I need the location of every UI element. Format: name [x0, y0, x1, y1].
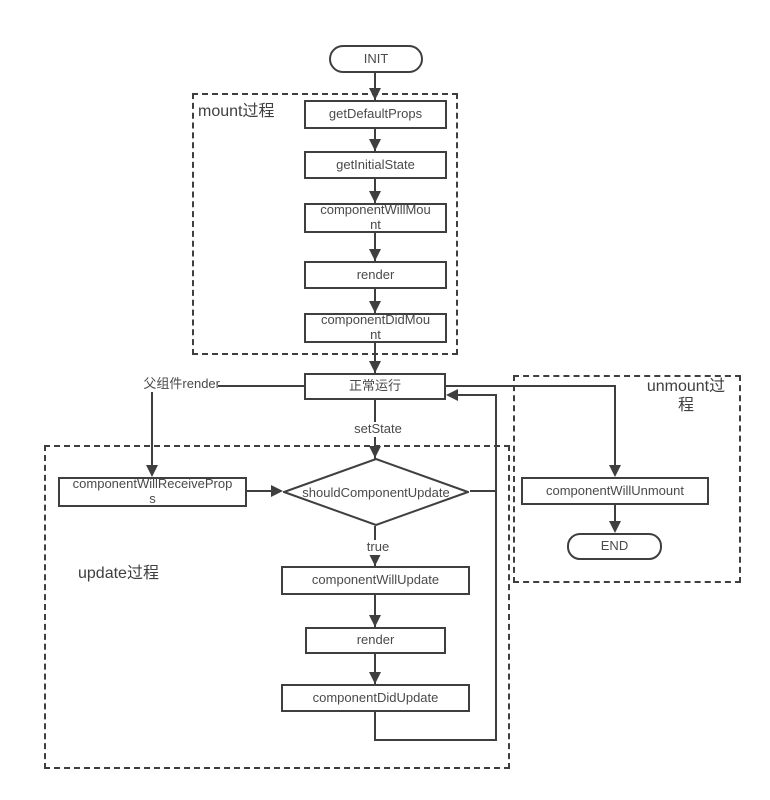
parent-render-edge-label: 父组件render: [143, 376, 220, 391]
render-mount-node: render: [304, 261, 447, 289]
connector-normalrunning-unmount-v: [614, 385, 616, 465]
unmount-group-label: unmount过 程: [646, 378, 726, 415]
component-will-mount-node: componentWillMou nt: [304, 202, 447, 233]
normal-running-node: 正常运行: [304, 373, 446, 400]
arrowhead-down-icon: [369, 615, 381, 627]
render-update-node: render: [305, 627, 446, 654]
connector-loop-down: [374, 712, 376, 741]
connector-componentwillupdate-render: [374, 595, 376, 628]
connector-normalrunning-unmount-h: [446, 385, 616, 387]
connector-componentwillunmount-end: [614, 505, 616, 522]
diamond-shape-icon: [283, 458, 469, 526]
arrowhead-down-icon: [369, 672, 381, 684]
component-will-update-node: componentWillUpdate: [281, 566, 470, 595]
connector-componentdidmount-normalrunning: [374, 343, 376, 374]
connector-render-componentdidupdate: [374, 654, 376, 685]
connector-init-getdefaultprops: [374, 73, 376, 101]
get-default-props-node: getDefaultProps: [304, 100, 447, 129]
connector-loop-bottom: [374, 739, 497, 741]
component-will-receive-props-node: componentWillReceiveProp s: [58, 476, 247, 507]
set-state-edge-label: setState: [346, 421, 410, 437]
update-group-label: update过程: [78, 565, 159, 582]
mount-group-box: [192, 93, 458, 355]
component-did-update-node: componentDidUpdate: [281, 684, 470, 712]
connector-componentwillmount-render: [374, 233, 376, 262]
true-edge-label: true: [356, 539, 400, 555]
arrowhead-down-icon: [369, 361, 381, 373]
should-component-update-decision: shouldComponentUpdate: [283, 458, 469, 526]
arrowhead-left-icon: [446, 389, 458, 401]
arrowhead-down-icon: [369, 139, 381, 151]
unmount-group-box: [513, 375, 741, 583]
connector-diamond-loopline: [470, 490, 497, 492]
get-initial-state-node: getInitialState: [304, 151, 447, 179]
arrowhead-down-icon: [369, 554, 381, 566]
arrowhead-down-icon: [369, 249, 381, 261]
arrowhead-down-icon: [369, 88, 381, 100]
mount-group-label: mount过程: [198, 103, 275, 120]
connector-parentrender-componentwillreceiveprops: [151, 392, 153, 466]
connector-parentrender-normalrunning: [218, 385, 304, 387]
connector-componentwillreceiveprops-diamond: [247, 490, 272, 492]
arrowhead-down-icon: [609, 465, 621, 477]
end-node: END: [567, 533, 662, 560]
arrowhead-down-icon: [369, 301, 381, 313]
component-did-mount-node: componentDidMou nt: [304, 312, 447, 343]
init-node: INIT: [329, 45, 423, 73]
component-will-unmount-node: componentWillUnmount: [521, 477, 709, 505]
arrowhead-down-icon: [369, 446, 381, 458]
arrowhead-down-icon: [369, 191, 381, 203]
arrowhead-down-icon: [609, 521, 621, 533]
arrowhead-down-icon: [146, 465, 158, 477]
connector-loop-up: [495, 395, 497, 741]
arrowhead-right-icon: [271, 485, 283, 497]
should-component-update-label: shouldComponentUpdate: [302, 484, 450, 500]
connector-loop-return: [457, 394, 497, 396]
update-group-box: [44, 445, 510, 769]
